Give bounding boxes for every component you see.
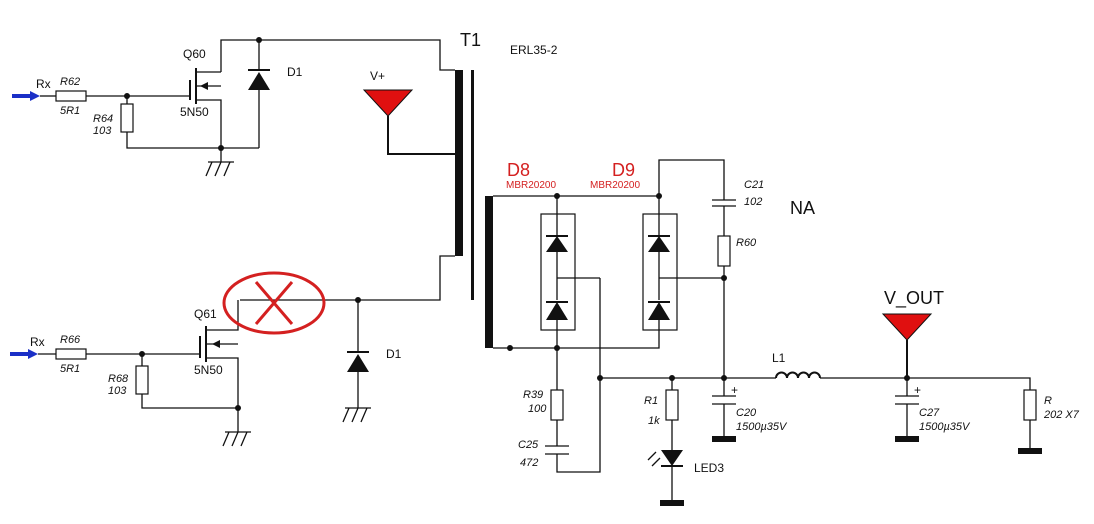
v-plus-label: V+ <box>370 69 385 83</box>
r62-value: 5R1 <box>60 105 80 117</box>
led3 <box>647 420 684 506</box>
c20-label: C20 <box>736 407 757 419</box>
input-arrow-bottom <box>10 349 38 359</box>
c20-value: 1500µ35V <box>736 421 788 433</box>
resistor-r62 <box>55 90 87 102</box>
r1-value: 1k <box>648 415 660 427</box>
c27-label: C27 <box>919 407 940 419</box>
ground-symbol-top <box>205 148 234 177</box>
resistor-r1 <box>665 389 679 421</box>
q60-label: Q60 <box>183 47 206 61</box>
d1-label-top: D1 <box>287 65 303 79</box>
capacitor-c27 <box>895 378 919 442</box>
mosfet-q60 <box>189 68 222 148</box>
top-driver-stage: Rx R62 5R1 R64 103 Q60 5N50 D1 <box>12 37 455 177</box>
r64-value: 103 <box>93 125 112 137</box>
d9-part: MBR20200 <box>590 180 640 191</box>
r68-label: R68 <box>108 373 129 385</box>
r39-value: 100 <box>528 403 547 415</box>
resistor-r64 <box>120 103 134 133</box>
t1-part: ERL35-2 <box>510 43 558 57</box>
fault-marker-x <box>222 271 326 335</box>
resistor-r39 <box>550 389 564 421</box>
q60-part: 5N50 <box>180 105 209 119</box>
bottom-driver-stage: Rx R66 5R1 R68 103 Q61 5N50 D1 <box>10 297 402 447</box>
diode-pack-d8 <box>540 196 600 348</box>
r62-label: R62 <box>60 76 80 88</box>
resistor-r68 <box>135 365 149 395</box>
r68-value: 103 <box>108 385 127 397</box>
v-plus-probe <box>362 89 455 155</box>
mosfet-q61 <box>199 300 239 408</box>
inductor-l1 <box>775 371 821 379</box>
c21-label: C21 <box>744 179 764 191</box>
c27-plus: + <box>914 383 921 397</box>
ground-bar <box>1018 448 1042 454</box>
na-label: NA <box>790 198 815 218</box>
junction-dot <box>597 375 603 381</box>
d1-label-bottom: D1 <box>386 347 402 361</box>
diode-d1-top <box>248 40 270 148</box>
diode-pack-d9 <box>493 196 724 349</box>
input-arrow-top <box>12 91 40 101</box>
led3-label: LED3 <box>694 461 724 475</box>
transformer-t1 <box>455 70 493 348</box>
input-label-top: Rx <box>36 77 51 91</box>
r-load-value: 202 X7 <box>1043 409 1080 421</box>
c21-value: 102 <box>744 196 762 208</box>
capacitor-c20 <box>712 378 736 442</box>
l1-label: L1 <box>772 351 786 365</box>
ground-symbol-d1 <box>342 407 371 423</box>
resistor-r-load <box>1023 389 1037 421</box>
c20-plus: + <box>731 383 738 397</box>
input-label-bottom: Rx <box>30 335 45 349</box>
q61-label: Q61 <box>194 307 217 321</box>
d8-label: D8 <box>507 160 530 180</box>
resistor-r60 <box>717 235 731 267</box>
junction-dot <box>507 345 513 351</box>
ground-symbol-bottom <box>222 408 251 447</box>
r39-label: R39 <box>523 389 543 401</box>
t1-label: T1 <box>460 30 481 50</box>
c25-value: 472 <box>520 457 538 469</box>
q61-part: 5N50 <box>194 363 223 377</box>
r64-label: R64 <box>93 113 113 125</box>
r60-label: R60 <box>736 237 757 249</box>
r66-value: 5R1 <box>60 363 80 375</box>
r-load-label: R <box>1044 395 1052 407</box>
diode-d1-bottom <box>347 300 369 408</box>
capacitor-c25 <box>545 278 601 473</box>
junction-dot <box>721 275 727 281</box>
d9-label: D9 <box>612 160 635 180</box>
c27-value: 1500µ35V <box>919 421 971 433</box>
v-out-label: V_OUT <box>884 288 944 309</box>
c25-label: C25 <box>518 439 539 451</box>
resistor-r66 <box>55 348 87 360</box>
v-out-probe <box>881 313 933 378</box>
capacitor-c21 <box>712 196 736 236</box>
d8-part: MBR20200 <box>506 180 556 191</box>
r66-label: R66 <box>60 334 81 346</box>
r1-label: R1 <box>644 395 658 407</box>
